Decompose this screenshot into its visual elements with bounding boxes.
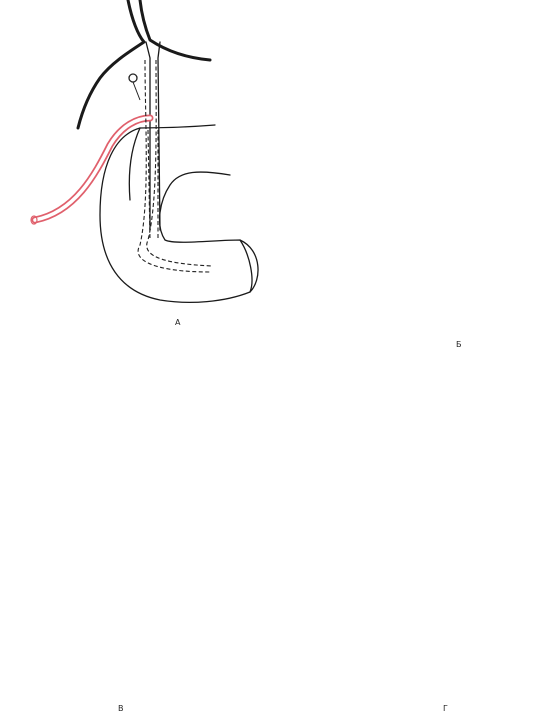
panel-label-g: Г [443, 704, 448, 713]
catheter-a [31, 114, 154, 224]
panel-label-a: А [175, 318, 181, 327]
panel-label-v: В [118, 704, 124, 713]
panel-label-b: Б [456, 340, 462, 349]
panel-a-drawing [30, 0, 259, 304]
